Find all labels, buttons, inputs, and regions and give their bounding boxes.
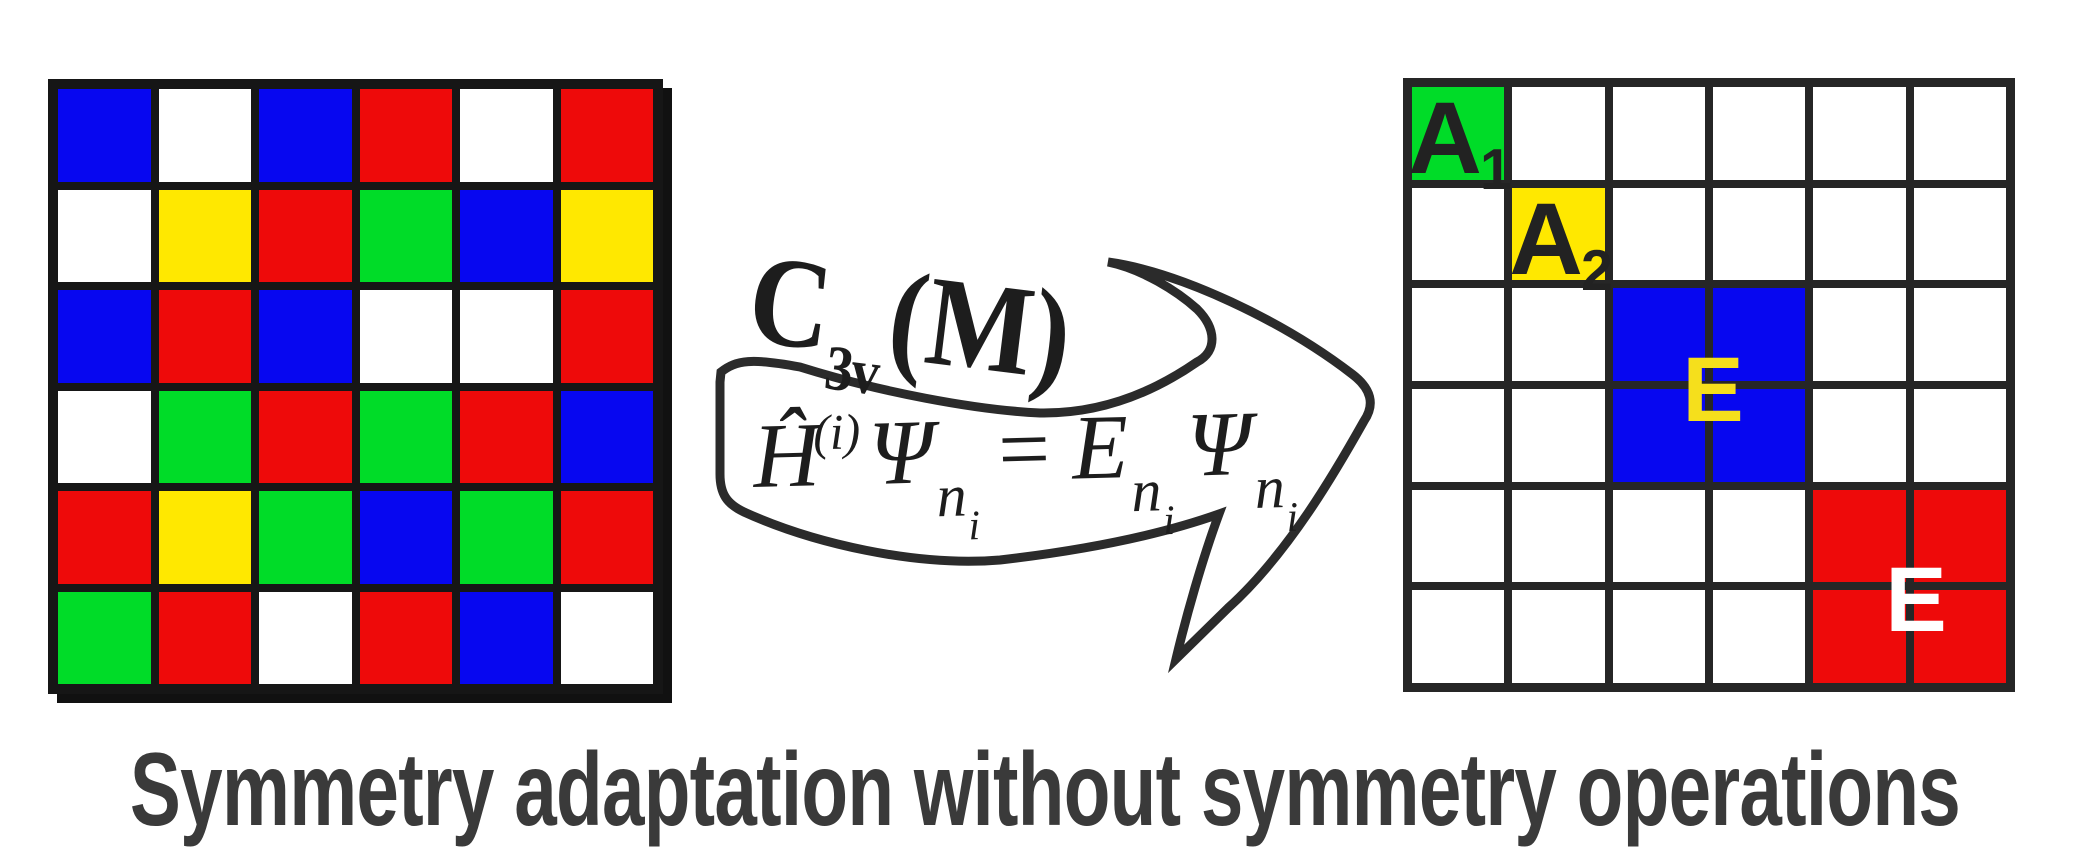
matrix-cell-yellow [1512, 187, 1605, 281]
matrix-cell-white [1913, 87, 2006, 180]
matrix-cell-white [1713, 489, 1806, 583]
matrix-cell-white [1412, 288, 1505, 381]
matrix-cell-white [58, 189, 151, 282]
matrix-cell-white [1713, 187, 1806, 281]
irrep-label-e-red: E [1885, 549, 1946, 651]
matrix-cell-white [1713, 87, 1806, 180]
matrix-cell-white [1612, 187, 1705, 281]
matrix-cell-white [1512, 388, 1605, 482]
wavefunction-symbol: Ψ [1185, 391, 1253, 496]
matrix-cell-yellow [158, 491, 251, 584]
state-subscript: ni [1253, 454, 1299, 542]
state-subscript: ni [935, 462, 981, 550]
matrix-cell-white [1813, 288, 1906, 381]
matrix-cell-red [560, 89, 653, 182]
matrix-cell-white [259, 591, 352, 684]
matrix-cell-white [1813, 388, 1906, 482]
matrix-cell-white [58, 390, 151, 483]
matrix-cell-blue [560, 390, 653, 483]
matrix-cell-white [1412, 590, 1505, 683]
matrix-cell-red [1813, 489, 1906, 583]
block-diagonal-matrix: A1 A2 E E [1403, 78, 2015, 692]
matrix-cell-white [359, 290, 452, 383]
matrix-cell-red [560, 290, 653, 383]
matrix-cell-white [1412, 388, 1505, 482]
matrix-cell-green [1412, 87, 1505, 180]
energy-symbol: E [1070, 395, 1130, 499]
matrix-cell-red [158, 290, 251, 383]
arrow-shape [715, 257, 1375, 674]
matrix-cell-green [359, 189, 452, 282]
hamiltonian-operator: Ĥ [751, 403, 821, 507]
matrix-cell-yellow [560, 189, 653, 282]
matrix-cell-white [1412, 489, 1505, 583]
matrix-cell-white [1512, 489, 1605, 583]
matrix-cell-blue [58, 290, 151, 383]
caption-title: Symmetry adaptation without symmetry ope… [129, 732, 1960, 848]
matrix-cell-white [1412, 187, 1505, 281]
matrix-cell-blue [1713, 388, 1806, 482]
matrix-cell-red [1813, 590, 1906, 683]
matrix-cell-green [359, 390, 452, 483]
matrix-cell-red [259, 189, 352, 282]
matrix-cell-yellow [158, 189, 251, 282]
matrix-cell-white [1512, 87, 1605, 180]
matrix-cell-white [1813, 187, 1906, 281]
matrix-cell-blue [460, 189, 553, 282]
matrix-cell-blue [359, 491, 452, 584]
matrix-cell-red [158, 591, 251, 684]
group-label-main: C [741, 227, 840, 378]
matrix-cell-green [259, 491, 352, 584]
matrix-cell-green [58, 591, 151, 684]
matrix-cell-red [359, 591, 452, 684]
matrix-cell-white [158, 89, 251, 182]
matrix-cell-white [1913, 187, 2006, 281]
matrix-cell-white [1813, 87, 1906, 180]
group-label-subscript: 3v [821, 331, 883, 409]
matrix-cell-white [1913, 388, 2006, 482]
hamiltonian-matrix [48, 79, 663, 694]
matrix-cell-red [58, 491, 151, 584]
matrix-cell-white [1713, 590, 1806, 683]
matrix-cell-blue [58, 89, 151, 182]
matrix-cell-white [1612, 87, 1705, 180]
matrix-cell-white [460, 89, 553, 182]
matrix-cell-blue [259, 290, 352, 383]
matrix-cell-white [460, 290, 553, 383]
state-subscript: ni [1130, 457, 1176, 545]
irrep-superscript: (i) [812, 403, 861, 461]
matrix-cell-blue [1612, 388, 1705, 482]
matrix-cell-white [1512, 590, 1605, 683]
group-label-argument: (M) [881, 244, 1079, 408]
matrix-cell-blue [259, 89, 352, 182]
matrix-cell-red [1913, 489, 2006, 583]
matrix-cell-red [1913, 590, 2006, 683]
matrix-cell-white [1512, 288, 1605, 381]
matrix-cell-white [560, 591, 653, 684]
matrix-cell-blue [1713, 288, 1806, 381]
matrix-cell-white [1612, 489, 1705, 583]
matrix-cell-white [1913, 288, 2006, 381]
wavefunction-symbol: Ψ [867, 400, 935, 504]
matrix-cell-white [1612, 590, 1705, 683]
matrix-cell-blue [460, 591, 553, 684]
matrix-cell-red [560, 491, 653, 584]
irrep-label-a1: A1 [1408, 81, 1512, 202]
matrix-cell-red [460, 390, 553, 483]
matrix-cell-green [460, 491, 553, 584]
matrix-cell-green [158, 390, 251, 483]
matrix-cell-red [359, 89, 452, 182]
matrix-cell-blue [1612, 288, 1705, 381]
eigenvalue-equation: Ĥ(i)Ψni=EniΨni [752, 392, 1303, 549]
matrix-cell-red [259, 390, 352, 483]
equals-sign: = [996, 397, 1052, 501]
irrep-label-e-blue: E [1682, 339, 1743, 441]
irrep-label-a2: A2 [1509, 182, 1613, 303]
